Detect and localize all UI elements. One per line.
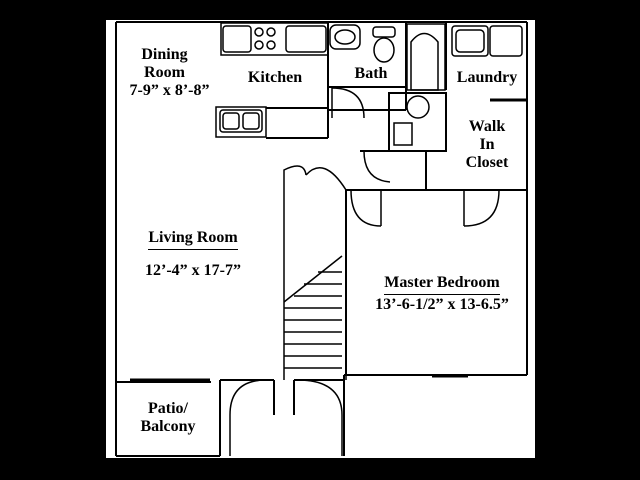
exterior-walls	[115, 21, 528, 457]
patio-label-line1: Patio/	[148, 400, 188, 417]
dining-room-name-line2: Room	[144, 64, 185, 81]
master-bedroom-name: Master Bedroom	[384, 274, 500, 295]
master-bedroom-label: Master Bedroom	[362, 274, 522, 295]
closet-label-line1: Walk	[468, 118, 506, 135]
living-room-label: Living Room	[132, 229, 254, 250]
stairs	[283, 165, 347, 380]
kitchen-label: Kitchen	[247, 69, 303, 86]
laundry-label: Laundry	[456, 69, 518, 86]
floor-plan-drawing	[115, 21, 528, 457]
kitchen-sink	[222, 25, 327, 53]
living-room-dimensions: 12’-4” x 17-7”	[145, 262, 241, 279]
bath-door	[331, 87, 365, 119]
floor-plan-sheet: Dining Room 7-9” x 8’-8” Kitchen Bath La…	[106, 20, 535, 458]
bath-walls	[328, 21, 407, 92]
patio-label-line2: Balcony	[140, 418, 196, 435]
laundry-fixtures	[451, 25, 523, 57]
master-bedroom-dimensions: 13’-6-1/2” x 13-6.5”	[375, 296, 509, 313]
entry-doors	[229, 379, 343, 456]
patio-balcony-label: Patio/ Balcony	[124, 400, 212, 436]
dining-room-name-line1: Dining	[141, 46, 188, 63]
bath-label: Bath	[354, 65, 388, 82]
utility-closet	[388, 92, 447, 152]
living-room-name: Living Room	[148, 229, 238, 250]
closet-walls	[346, 150, 527, 191]
walk-in-closet-label: Walk In Closet	[451, 118, 523, 172]
dining-room-label: Dining Room 7-9” x 8’-8”	[106, 46, 223, 100]
closet-label-line3: Closet	[465, 154, 509, 171]
kitchen-counters	[215, 22, 329, 138]
dining-room-dimensions: 7-9” x 8’-8”	[129, 82, 210, 99]
island-sink	[219, 109, 263, 133]
closet-doors	[350, 150, 500, 227]
closet-label-line2: In	[479, 136, 495, 153]
